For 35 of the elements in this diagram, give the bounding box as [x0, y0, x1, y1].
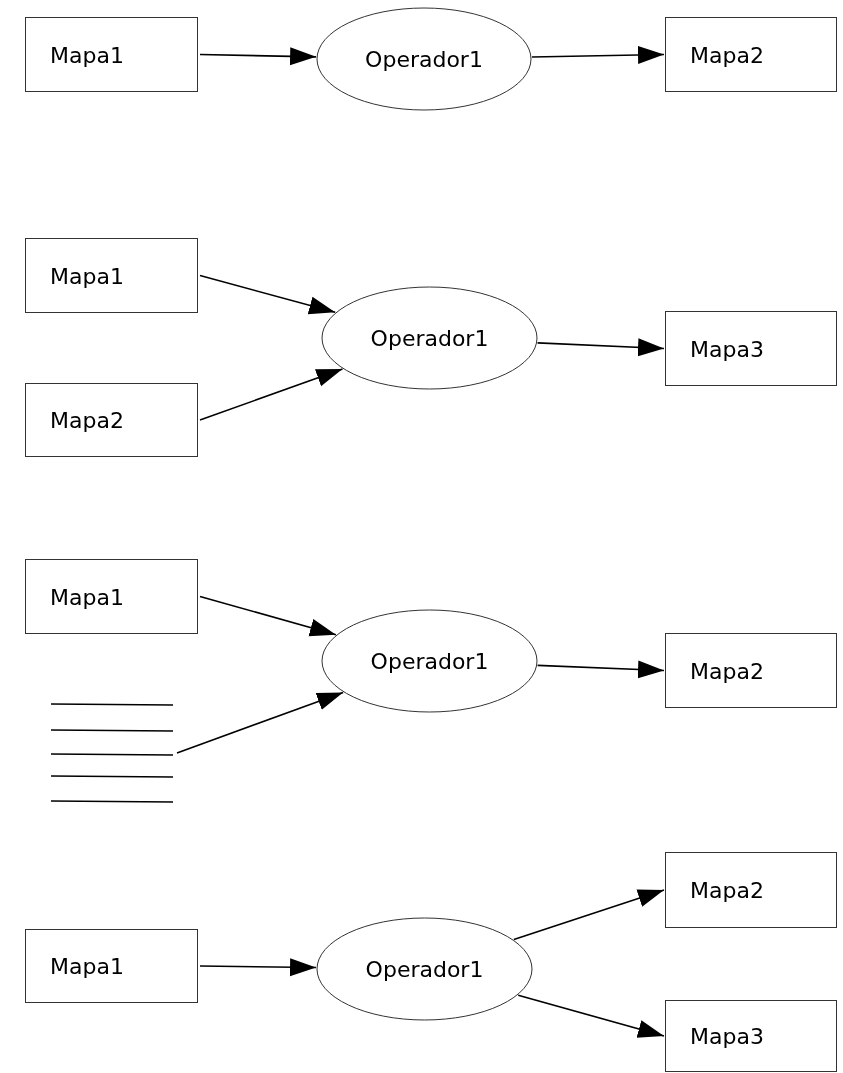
arrow: [176, 691, 344, 754]
arrow: [531, 46, 665, 64]
map-label: Mapa1: [50, 42, 124, 67]
map-box: [25, 238, 198, 313]
arrow: [513, 889, 665, 941]
map-label: Mapa1: [50, 953, 124, 979]
map-box: [25, 17, 198, 92]
arrow: [199, 368, 344, 421]
map-label: Mapa1: [50, 584, 124, 609]
map-label: Mapa3: [690, 336, 764, 361]
map-box: [25, 383, 198, 457]
map-label: Mapa2: [690, 877, 764, 903]
map-box: [665, 852, 837, 928]
arrow: [536, 338, 665, 357]
map-box: [665, 17, 837, 92]
map-box: [665, 311, 837, 386]
map-label: Mapa2: [690, 658, 764, 683]
map-box: [25, 559, 198, 634]
arrow: [517, 994, 665, 1038]
map-label: Mapa2: [50, 407, 124, 433]
map-box: [665, 1000, 837, 1072]
arrow: [199, 47, 317, 66]
operator-label: Operador1: [369, 648, 490, 674]
map-label: Mapa1: [50, 263, 124, 288]
arrow: [199, 274, 336, 315]
arrow: [199, 958, 317, 977]
map-label: Mapa3: [690, 1023, 764, 1049]
map-label: Mapa2: [690, 42, 764, 67]
arrow: [536, 660, 665, 679]
arrow: [199, 595, 337, 637]
operator-label: Operador1: [369, 325, 490, 351]
operator-label: Operador1: [364, 46, 484, 72]
map-box: [665, 633, 837, 708]
map-box: [25, 929, 198, 1003]
operator-label: Operador1: [364, 956, 485, 982]
